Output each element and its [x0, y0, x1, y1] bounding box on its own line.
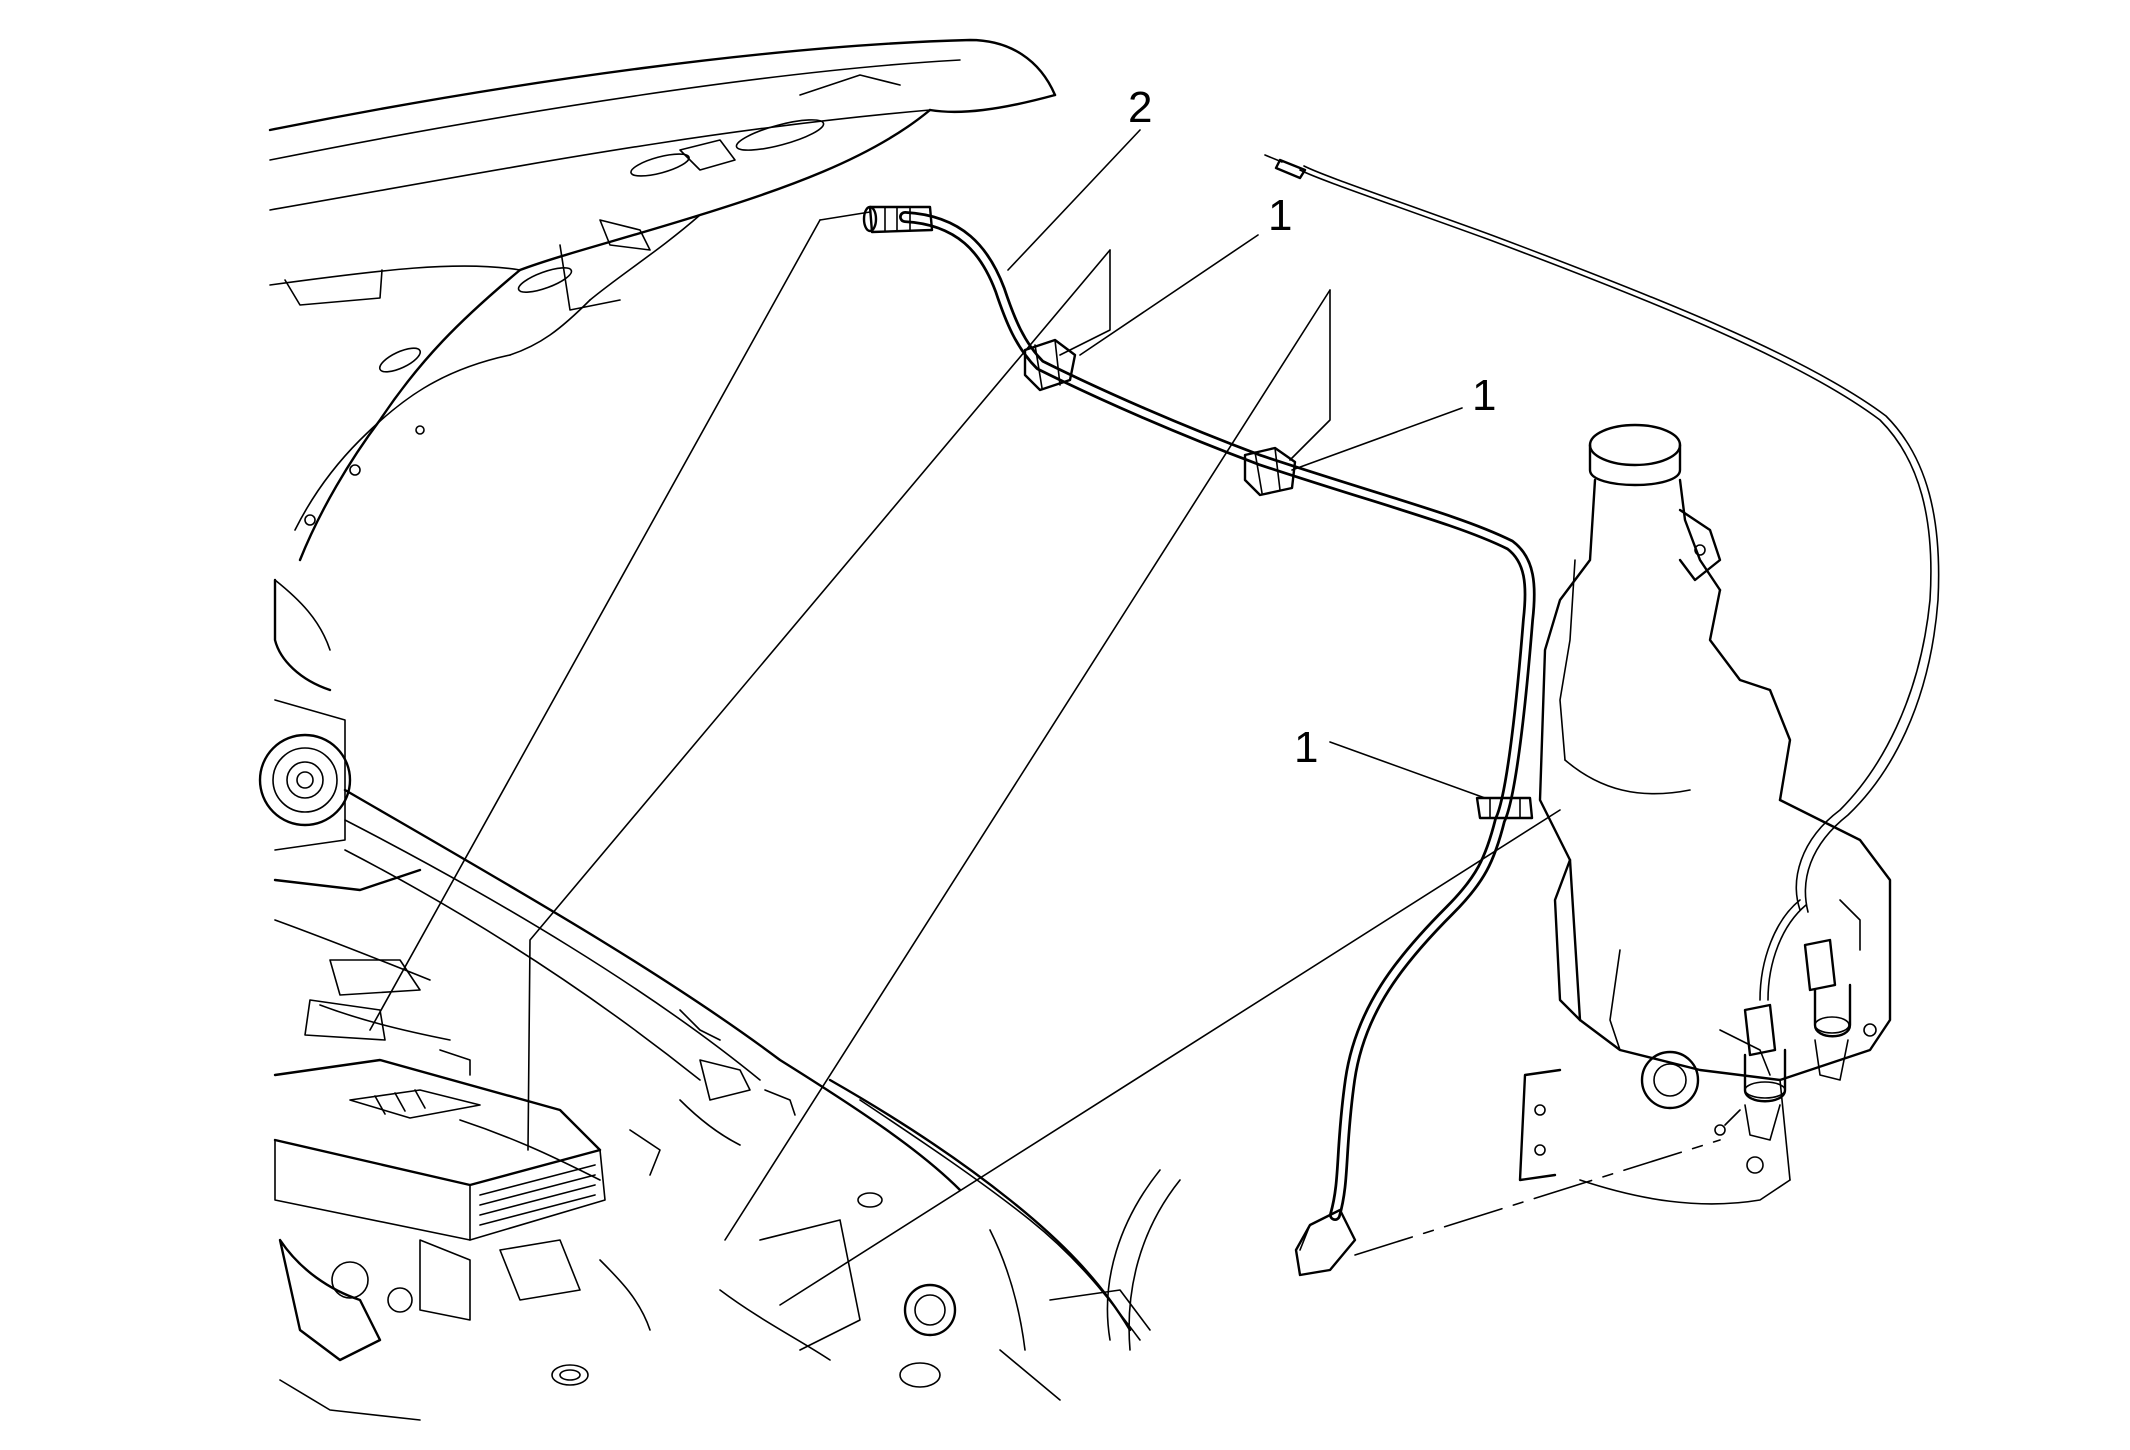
callout-leader-clip-upper	[1079, 234, 1259, 356]
cowl-panel	[343, 788, 1181, 1401]
washer-fluid-reservoir	[1264, 154, 1940, 1205]
engine-components	[258, 578, 651, 1421]
callout-label-hose: 2	[1128, 83, 1152, 132]
callout-leader-clip-lower	[1329, 741, 1486, 799]
washer-hose	[862, 205, 1536, 1277]
callout-label-clip-lower: 1	[1294, 723, 1318, 772]
callout-label-clip-middle: 1	[1472, 371, 1496, 420]
hose-clip-lower	[1475, 796, 1534, 820]
callout-leader-clip-middle	[1291, 407, 1463, 471]
callouts: 2 1 1 1	[1007, 83, 1496, 799]
extension-lines	[369, 211, 1721, 1306]
hose-clip-middle	[1243, 446, 1297, 497]
hood	[268, 38, 1057, 562]
callout-leader-hose	[1007, 129, 1141, 271]
callout-label-clip-upper: 1	[1268, 191, 1292, 240]
hose-clip-upper	[1023, 338, 1077, 392]
